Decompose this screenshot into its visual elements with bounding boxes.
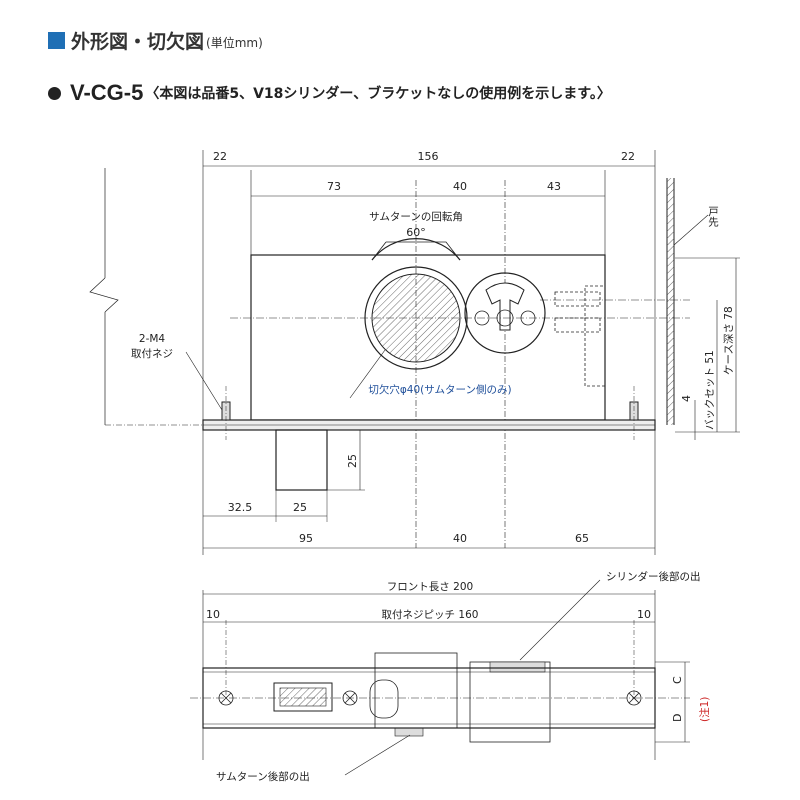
dim-25-vertical: 25 <box>346 454 359 468</box>
unit-label: (単位mm) <box>206 36 263 50</box>
dim-d: D <box>671 714 684 722</box>
page-title: 外形図・切欠図 <box>71 30 205 53</box>
dim-43: 43 <box>547 180 561 193</box>
top-view <box>89 150 740 555</box>
section-header: 外形図・切欠図 (単位mm) <box>48 26 263 54</box>
front-view <box>190 579 690 776</box>
model-note: 〈本図は品番5、V18シリンダー、ブラケットなしの使用例を示します。〉 <box>145 86 611 102</box>
dim-65: 65 <box>575 532 589 545</box>
dim-22-left: 22 <box>213 150 227 163</box>
dim-c: C <box>671 676 684 684</box>
dim-10-right: 10 <box>637 608 651 621</box>
model-heading: V-CG-5 〈本図は品番5、V18シリンダー、ブラケットなしの使用例を示します… <box>48 80 611 106</box>
screw-label: 取付ネジ <box>131 347 173 360</box>
bullet-icon <box>48 86 61 100</box>
dim-32-5: 32.5 <box>228 501 253 514</box>
backset-label: バックセット 51 <box>704 350 716 430</box>
dim-156: 156 <box>418 150 439 163</box>
model-name: V-CG-5 <box>70 80 144 105</box>
front-length-label: フロント長さ 200 <box>387 581 473 593</box>
dim-25-horizontal: 25 <box>293 501 307 514</box>
dim-95: 95 <box>299 532 313 545</box>
note-1-label: (注1) <box>698 697 711 722</box>
thumbturn-rear-label: サムターン後部の出 <box>216 770 310 783</box>
screw-count-label: 2-M4 <box>139 333 166 345</box>
screw-pitch-label: 取付ネジピッチ 160 <box>382 608 479 621</box>
cutout-label: 切欠穴φ40(サムターン側のみ) <box>368 383 511 396</box>
dim-73: 73 <box>327 180 341 193</box>
dim-40-bottom: 40 <box>453 532 467 545</box>
dim-22-right: 22 <box>621 150 635 163</box>
title-square-icon <box>48 31 65 49</box>
cylinder-rear-label: シリンダー後部の出 <box>606 570 701 583</box>
dim-40-top: 40 <box>453 180 467 193</box>
door-edge-label: 戸先 <box>707 206 719 228</box>
dim-10-left: 10 <box>206 608 220 621</box>
thumb-turn-rotation-label: サムターンの回転角 <box>369 211 463 223</box>
case-depth-label: ケース深さ 78 <box>723 306 735 375</box>
dim-4: 4 <box>680 395 693 402</box>
angle-label: 60° <box>406 226 426 239</box>
